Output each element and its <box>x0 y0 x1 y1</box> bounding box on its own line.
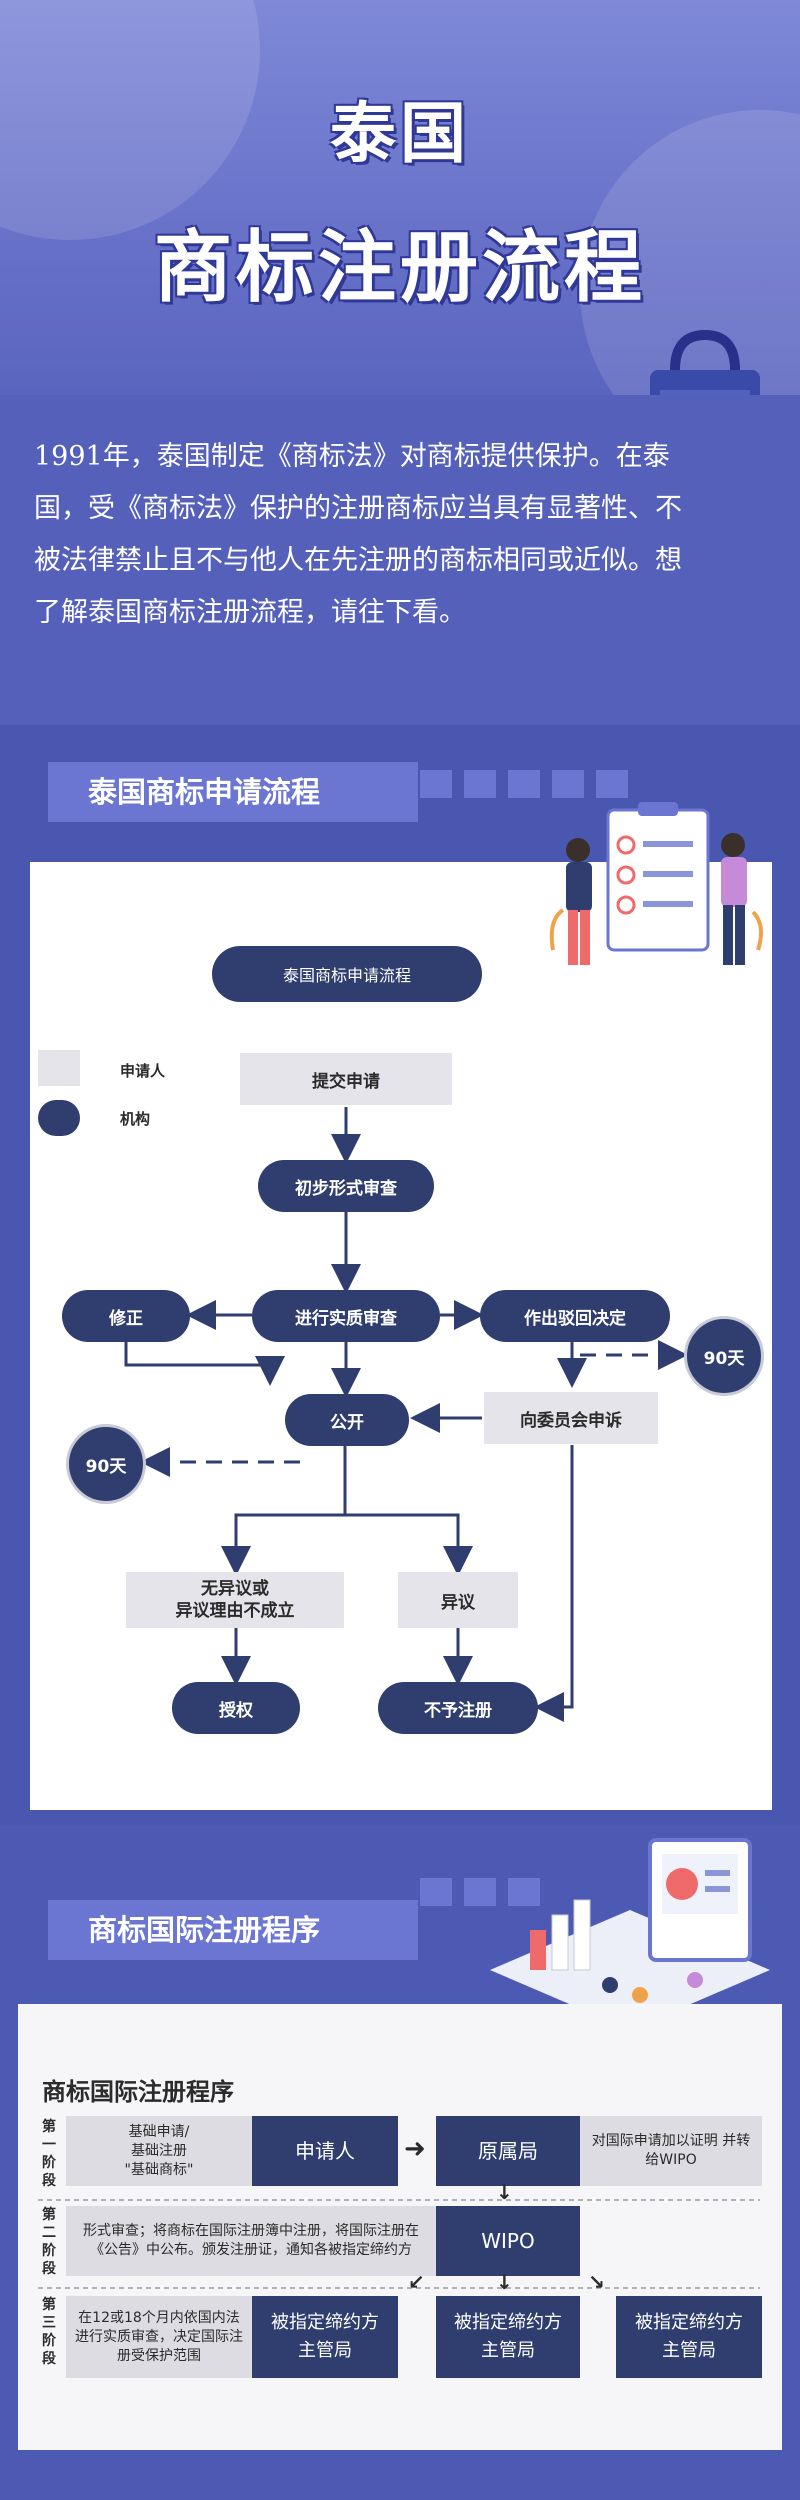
node-grant: 授权 <box>172 1682 300 1734</box>
analytics-illustration <box>490 1838 770 2030</box>
decor-square <box>508 770 540 798</box>
applicant-box: 申请人 <box>252 2116 398 2186</box>
formal-review-note: 形式审查；将商标在国际注册簿中注册，将国际注册在《公告》中公布。颁发注册证，通知… <box>66 2206 436 2276</box>
arrow-down-icon: ↓ <box>496 2180 513 2204</box>
stage-1-label: 第一阶段 <box>42 2119 56 2189</box>
decor-square <box>464 770 496 798</box>
basic-application: 基础申请/ 基础注册 "基础商标" <box>66 2116 252 2186</box>
origin-office-box: 原属局 <box>436 2116 580 2186</box>
legend-applicant-label: 申请人 <box>120 1062 166 1080</box>
stage-3-label: 第三阶段 <box>42 2297 56 2367</box>
certify-note: 对国际申请加以证明 并转给WIPO <box>580 2116 762 2186</box>
decor-square <box>420 770 452 798</box>
decor-square <box>596 770 628 798</box>
node-90-days-left: 90天 <box>66 1424 146 1504</box>
hero-banner: 泰国 商标注册流程 <box>0 0 800 395</box>
intro-section: 1991年，泰国制定《商标法》对商标提供保护。在泰国，受《商标法》保护的注册商标… <box>0 395 800 725</box>
intro-text: 1991年，泰国制定《商标法》对商标提供保护。在泰国，受《商标法》保护的注册商标… <box>34 441 682 628</box>
arrow-down-left-icon: ↙ <box>408 2270 425 2294</box>
intl-title: 商标国际注册程序 <box>42 2078 234 2106</box>
title-line-2: 商标注册流程 <box>153 223 646 313</box>
node-publication: 公开 <box>285 1394 409 1446</box>
stage-2-label: 第二阶段 <box>42 2207 56 2277</box>
legend-agency-label: 机构 <box>120 1110 151 1128</box>
node-refuse: 不予注册 <box>378 1682 538 1734</box>
flow-title: 泰国商标申请流程 <box>212 946 482 1002</box>
substantive-note: 在12或18个月内依国内法进行实质审查，决定国际注册受保护范围 <box>66 2296 252 2378</box>
laptop-bag-illustration <box>650 330 760 395</box>
decor-square <box>420 1878 452 1906</box>
node-correction: 修正 <box>62 1290 190 1342</box>
designated-office-2: 被指定缔约方 主管局 <box>436 2296 580 2378</box>
node-submit: 提交申请 <box>240 1053 452 1105</box>
node-substantive-exam: 进行实质审查 <box>252 1290 440 1342</box>
legend-agency-swatch <box>38 1100 80 1136</box>
node-appeal: 向委员会申诉 <box>484 1392 658 1444</box>
decor-square <box>508 1878 540 1906</box>
arrow-down-icon: ↓ <box>496 2270 513 2294</box>
legend-applicant-swatch <box>38 1050 80 1086</box>
decor-square <box>552 770 584 798</box>
designated-office-1: 被指定缔约方 主管局 <box>252 2296 398 2378</box>
node-no-opposition: 无异议或 异议理由不成立 <box>126 1572 344 1628</box>
section2-heading: 商标国际注册程序 <box>48 1900 418 1960</box>
node-opposition: 异议 <box>398 1572 518 1628</box>
title-line-1: 泰国 <box>330 95 470 172</box>
section1-heading: 泰国商标申请流程 <box>48 762 418 822</box>
decor-square <box>464 1878 496 1906</box>
arrow-right-icon: ➜ <box>404 2134 426 2164</box>
node-formal-exam: 初步形式审查 <box>258 1160 434 1212</box>
node-rejection: 作出驳回决定 <box>480 1290 670 1342</box>
wipo-box: WIPO <box>436 2206 580 2276</box>
checklist-illustration <box>549 802 764 965</box>
node-90-days-right: 90天 <box>684 1316 764 1396</box>
designated-office-3: 被指定缔约方 主管局 <box>616 2296 762 2378</box>
arrow-down-right-icon: ↘ <box>588 2270 605 2294</box>
